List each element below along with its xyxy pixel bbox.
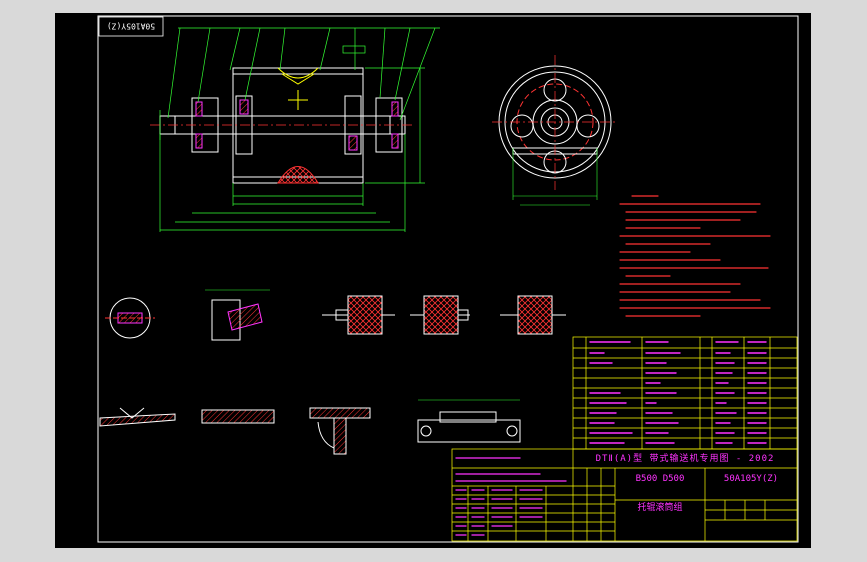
tolerance-box — [342, 45, 366, 54]
title-block-grid — [451, 448, 798, 542]
drawing-sheet — [55, 13, 811, 548]
lagging-patterns — [322, 295, 566, 335]
part-leaders — [159, 27, 440, 232]
drawing-frame — [97, 15, 799, 543]
detail-views-row2 — [99, 399, 521, 455]
technical-notes — [619, 195, 771, 317]
title-spec: B500 D500 — [636, 474, 685, 484]
title-drawing-number: 50A105Y(Z) — [724, 474, 778, 484]
stamp-text: 50A105Y(Z) — [107, 22, 155, 31]
detail-views-row1 — [105, 289, 270, 341]
sheet-border-right — [811, 0, 867, 562]
parts-list-table — [572, 336, 798, 450]
roller-assembly-section — [159, 67, 406, 184]
title-block-small-text — [455, 457, 567, 536]
title-part-name: 托辊滚筒组 — [637, 501, 682, 513]
drawing-number-stamp: 50A105Y(Z) — [98, 16, 164, 37]
title-standard: DTⅡ(A)型 带式输送机专用图 - 2002 — [596, 452, 775, 464]
parts-list-text — [589, 341, 767, 444]
